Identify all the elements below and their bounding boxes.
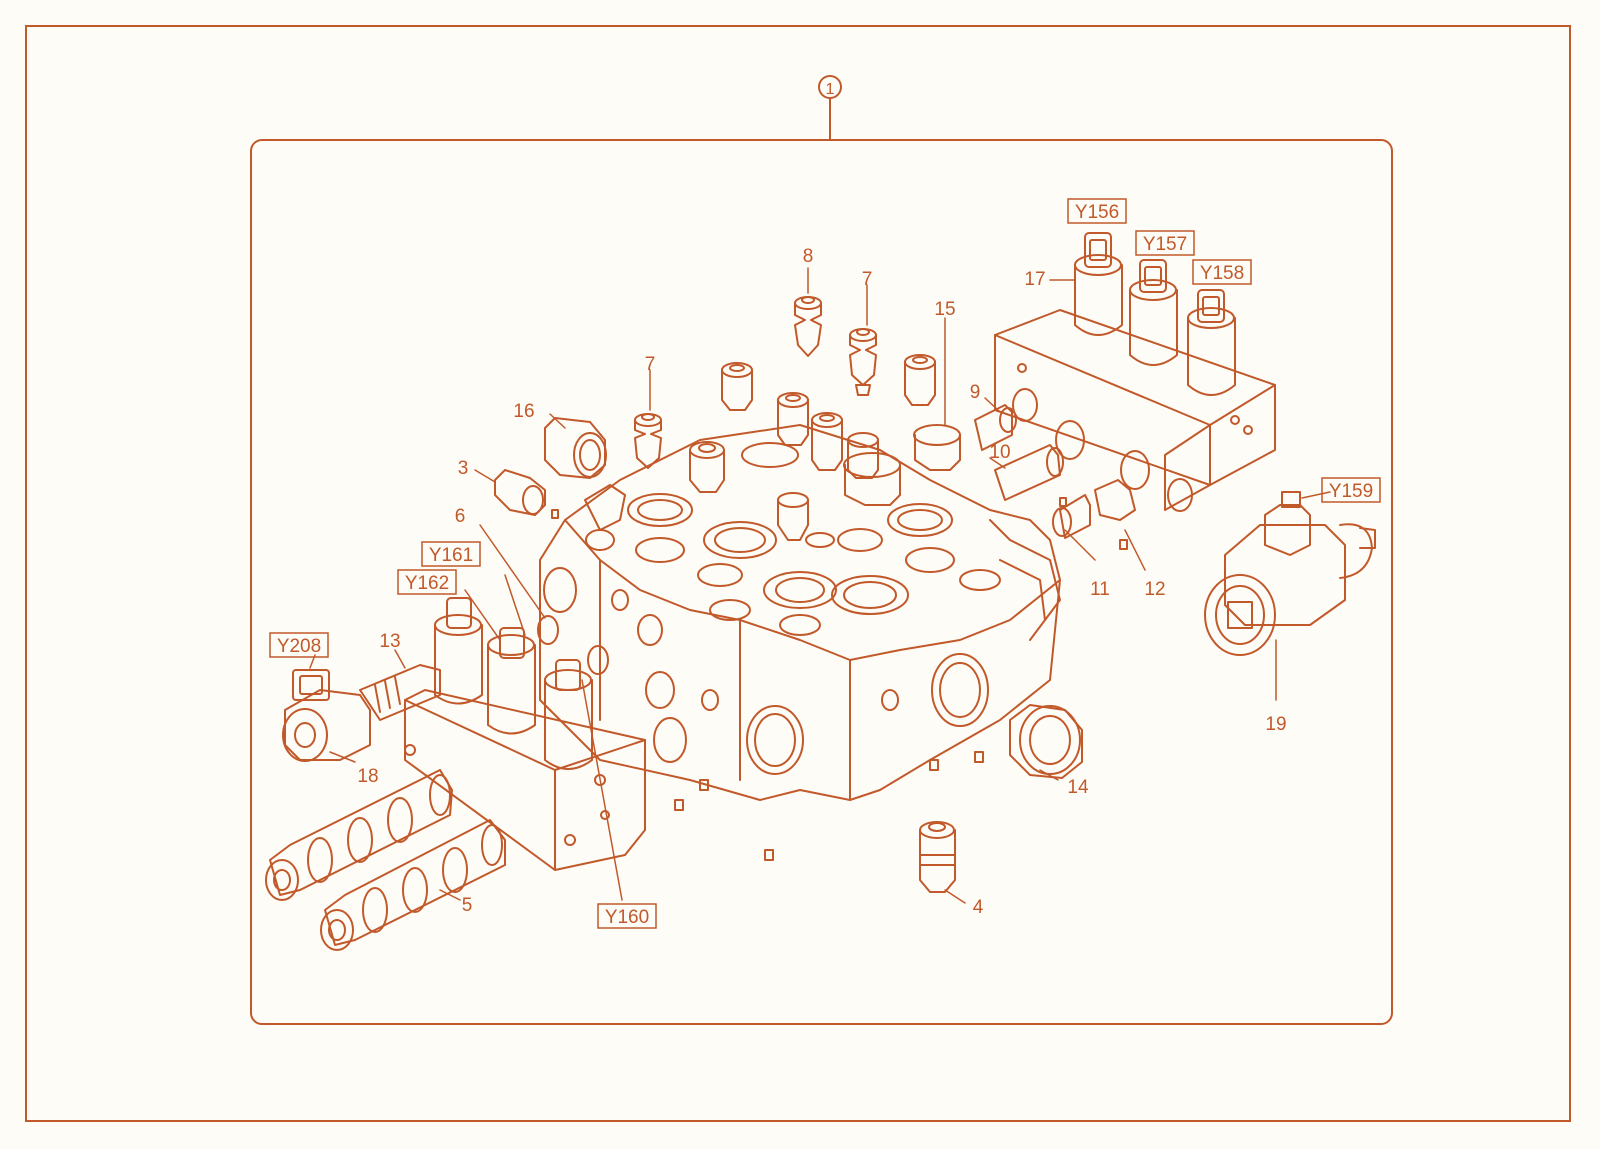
dowel-pins [674,751,984,861]
solenoid-y160 [544,659,593,770]
part-3-fitting [494,469,559,519]
assembly-callout-circle [818,75,842,99]
solenoid-y157 [1129,259,1178,366]
part-label-16: 16 [513,401,534,422]
part-label-8: 8 [803,246,814,267]
solenoid-label-y208: Y208 [277,636,321,657]
part-label-17: 17 [1024,269,1045,290]
assembly-callout-label: 1 [826,81,835,98]
solenoid-y208 [282,669,371,762]
solenoid-label-y157: Y157 [1143,234,1187,255]
leader-lines [309,267,1331,904]
solenoid-y161 [434,597,483,705]
part-6-fitting [537,615,609,675]
solenoid-coil-19 [1204,491,1376,656]
part-label-11: 11 [1090,579,1110,600]
part-label-15: 15 [934,299,955,320]
part-14-plug [1009,704,1083,779]
outer-frame [25,25,1571,1122]
part-8-cartridge [794,296,822,357]
parts-11-12-fittings [1052,479,1136,550]
solenoid-label-text: Y156 Y157 Y158 Y159 Y160 Y161 Y162 Y208 [277,202,1373,928]
part-label-6: 6 [455,506,466,527]
part-label-19: 19 [1265,714,1286,735]
part-label-7-top: 7 [862,269,873,290]
solenoid-y156 [1074,232,1123,336]
solenoid-y158 [1187,289,1236,396]
part-7-cartridge-top [849,328,877,396]
solenoid-label-y161: Y161 [429,545,473,566]
part-label-10: 10 [989,442,1010,463]
solenoid-y162 [487,627,536,735]
solenoid-label-y162: Y162 [405,573,449,594]
part-4-check-valve [919,821,956,893]
cartridge-caps [689,354,961,541]
part-5-spools [265,769,506,951]
part-label-12: 12 [1144,579,1165,600]
part-label-13: 13 [379,631,400,652]
solenoid-label-y160: Y160 [605,907,649,928]
part-label-9: 9 [970,382,981,403]
left-manifold [404,689,646,871]
part-label-18: 18 [357,766,378,787]
solenoid-label-y156: Y156 [1075,202,1119,223]
part-7-cartridge-left [634,413,662,469]
part-label-4: 4 [973,897,984,918]
part-label-5: 5 [462,895,473,916]
parts-9-10-15-fittings [974,404,1064,501]
main-valve-block [539,424,1061,801]
solenoid-label-y159: Y159 [1329,481,1373,502]
part-label-7-left: 7 [645,354,656,375]
part-label-14: 14 [1067,777,1089,798]
part-16-plug [544,417,607,479]
solenoid-label-boxes [269,198,1381,929]
part-label-3: 3 [458,458,469,479]
part-13-stem [359,664,441,721]
solenoid-label-y158: Y158 [1200,263,1244,284]
right-manifold [994,309,1276,512]
label-layer: 1 8 7 7 15 9 10 16 3 6 17 11 12 19 14 4 … [357,81,1286,918]
inner-frame [250,139,1393,1025]
